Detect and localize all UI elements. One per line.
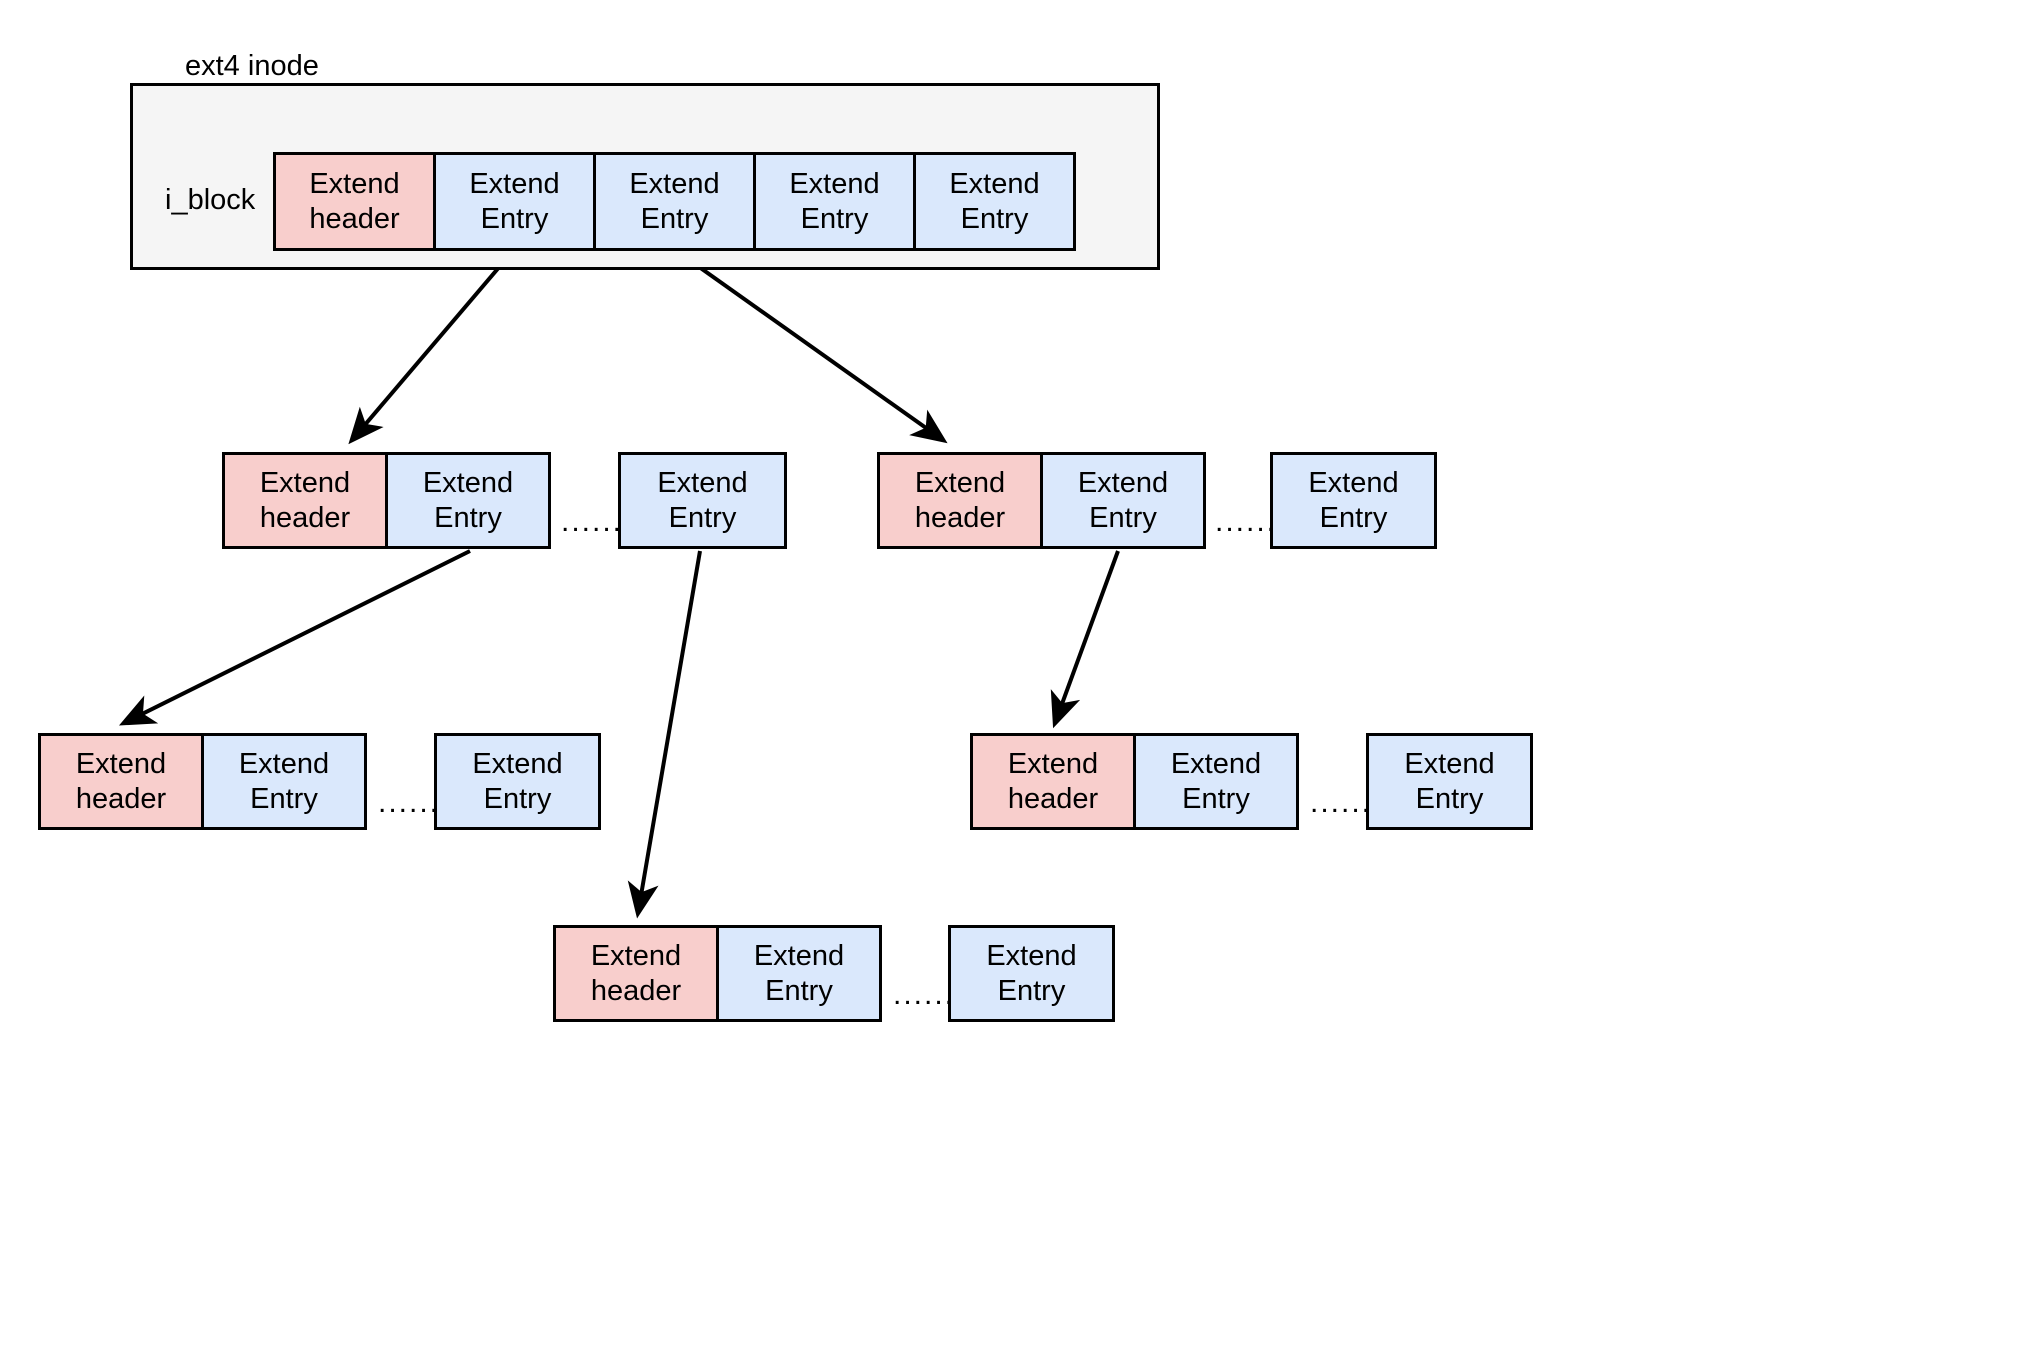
l2b-extend-header-cell[interactable]: Extend header xyxy=(877,452,1043,549)
l3b-tail-extend-entry-cell[interactable]: Extend Entry xyxy=(1366,733,1533,830)
extent-block-l4-a: Extend header Extend Entry xyxy=(553,925,882,1022)
i-block-label: i_block xyxy=(165,184,256,216)
cell-line1: Extend xyxy=(309,168,400,201)
arrow-inode-entry2-to-l2b xyxy=(676,250,948,444)
extent-block-l3-a: Extend header Extend Entry xyxy=(38,733,367,830)
cell-line2: header xyxy=(75,782,167,815)
cell-line1: Extend xyxy=(469,168,560,201)
extent-block-l3-b: Extend header Extend Entry xyxy=(970,733,1299,830)
ellipsis-l4-a: ...... xyxy=(893,978,956,1011)
cell-line1: Extend xyxy=(590,940,682,973)
ellipsis-l2-a: ...... xyxy=(561,505,624,538)
inode-extend-entry-cell-1[interactable]: Extend Entry xyxy=(433,152,596,251)
l3a-extend-header-cell[interactable]: Extend header xyxy=(38,733,204,830)
l2a-extend-header-cell[interactable]: Extend header xyxy=(222,452,388,549)
arrow-l2a-tail-to-l4a xyxy=(627,550,702,919)
cell-line2: Entry xyxy=(250,782,318,815)
extent-block-l3-b-tail: Extend Entry xyxy=(1366,733,1533,830)
l2b-extend-entry-cell[interactable]: Extend Entry xyxy=(1040,452,1206,549)
cell-line2: Entry xyxy=(1415,782,1484,815)
cell-line2: Entry xyxy=(800,202,869,235)
cell-line2: Entry xyxy=(1319,501,1388,534)
cell-line1: Extend xyxy=(657,467,748,500)
ellipsis-l3-b: ...... xyxy=(1310,786,1373,819)
cell-line1: Extend xyxy=(753,940,845,973)
extent-block-l2-a: Extend header Extend Entry xyxy=(222,452,551,549)
cell-line2: Entry xyxy=(434,501,502,534)
cell-line2: header xyxy=(914,501,1006,534)
arrow-l2b-entry-to-l3b xyxy=(1050,550,1120,729)
extent-block-l4-a-tail: Extend Entry xyxy=(948,925,1115,1022)
cell-line1: Extend xyxy=(422,467,514,500)
cell-line1: Extend xyxy=(949,168,1040,201)
cell-line1: Extend xyxy=(259,467,351,500)
cell-line1: Extend xyxy=(629,168,720,201)
inode-extend-header-cell[interactable]: Extend header xyxy=(273,152,436,251)
cell-line1: Extend xyxy=(1170,748,1262,781)
inode-iblock-row: Extend header Extend Entry Extend Entry … xyxy=(273,152,1076,251)
inode-extend-entry-cell-2[interactable]: Extend Entry xyxy=(593,152,756,251)
arrow-inode-entry1-to-l2a xyxy=(348,250,514,445)
ellipsis-l3-a: ...... xyxy=(378,786,441,819)
cell-line1: Extend xyxy=(789,168,880,201)
arrow-l2a-entry-to-l3a xyxy=(118,549,471,726)
cell-line2: Entry xyxy=(1089,501,1157,534)
extent-block-l2-a-tail: Extend Entry xyxy=(618,452,787,549)
cell-line2: header xyxy=(590,974,682,1007)
cell-line1: Extend xyxy=(986,940,1077,973)
l4a-extend-header-cell[interactable]: Extend header xyxy=(553,925,719,1022)
cell-line1: Extend xyxy=(914,467,1006,500)
cell-line2: Entry xyxy=(483,782,552,815)
cell-line1: Extend xyxy=(1308,467,1399,500)
cell-line2: Entry xyxy=(480,202,549,235)
cell-line2: Entry xyxy=(640,202,709,235)
inode-extend-entry-cell-4[interactable]: Extend Entry xyxy=(913,152,1076,251)
page-title: ext4 inode xyxy=(185,50,319,82)
l2b-tail-extend-entry-cell[interactable]: Extend Entry xyxy=(1270,452,1437,549)
cell-line2: Entry xyxy=(960,202,1029,235)
cell-line2: Entry xyxy=(1182,782,1250,815)
l4a-extend-entry-cell[interactable]: Extend Entry xyxy=(716,925,882,1022)
l3b-extend-header-cell[interactable]: Extend header xyxy=(970,733,1136,830)
l2a-tail-extend-entry-cell[interactable]: Extend Entry xyxy=(618,452,787,549)
l3a-extend-entry-cell[interactable]: Extend Entry xyxy=(201,733,367,830)
l3a-tail-extend-entry-cell[interactable]: Extend Entry xyxy=(434,733,601,830)
l4a-tail-extend-entry-cell[interactable]: Extend Entry xyxy=(948,925,1115,1022)
cell-line1: Extend xyxy=(472,748,563,781)
cell-line2: Entry xyxy=(765,974,833,1007)
ellipsis-l2-b: ...... xyxy=(1215,505,1278,538)
cell-line2: header xyxy=(1007,782,1099,815)
extent-block-l3-a-tail: Extend Entry xyxy=(434,733,601,830)
l3b-extend-entry-cell[interactable]: Extend Entry xyxy=(1133,733,1299,830)
extent-block-l2-b-tail: Extend Entry xyxy=(1270,452,1437,549)
cell-line2: header xyxy=(259,501,351,534)
inode-extend-entry-cell-3[interactable]: Extend Entry xyxy=(753,152,916,251)
cell-line1: Extend xyxy=(1077,467,1169,500)
cell-line1: Extend xyxy=(238,748,330,781)
cell-line2: Entry xyxy=(668,501,737,534)
cell-line2: header xyxy=(309,202,400,235)
cell-line1: Extend xyxy=(1404,748,1495,781)
cell-line1: Extend xyxy=(1007,748,1099,781)
extent-block-l2-b: Extend header Extend Entry xyxy=(877,452,1206,549)
l2a-extend-entry-cell[interactable]: Extend Entry xyxy=(385,452,551,549)
cell-line1: Extend xyxy=(75,748,167,781)
cell-line2: Entry xyxy=(997,974,1066,1007)
